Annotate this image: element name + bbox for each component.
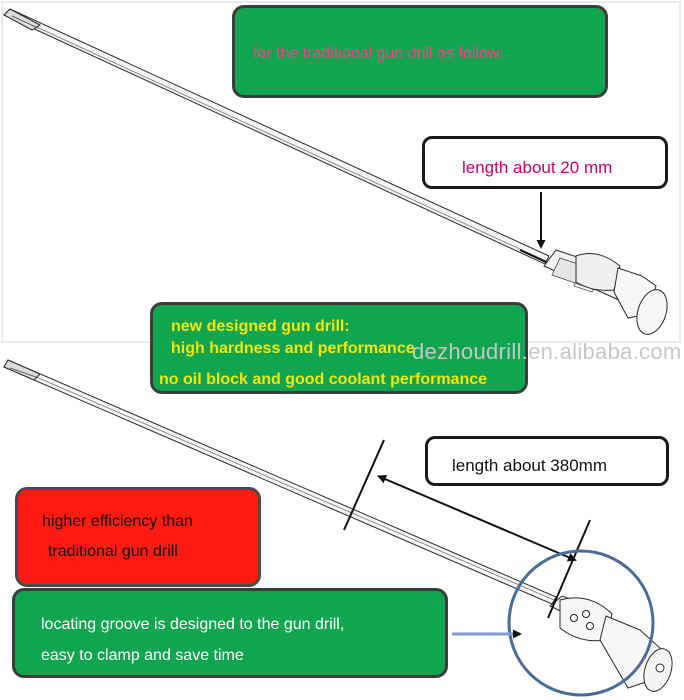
groove-line-1: locating groove is designed to the gun d… — [41, 616, 345, 633]
new-drill-hardness: high hardness and performance — [171, 340, 415, 357]
locating-groove-highlight — [507, 549, 655, 697]
long-length-dimension — [343, 439, 591, 619]
new-drill-coolant: no oil block and good coolant performanc… — [159, 371, 488, 388]
efficiency-line-1: higher efficiency than — [42, 513, 193, 530]
new-drill-callout: new designed gun drill: high hardness an… — [150, 302, 528, 394]
long-length-callout: length about 380mm — [425, 436, 669, 486]
watermark: dezhoudrill.en.alibaba.com — [412, 339, 682, 364]
traditional-drill-text: for the traditional gun drill as follow: — [253, 45, 504, 62]
locating-groove-callout: locating groove is designed to the gun d… — [12, 588, 448, 678]
short-length-callout: length about 20 mm — [422, 136, 668, 189]
efficiency-line-2: traditional gun drill — [48, 543, 178, 560]
short-length-text: length about 20 mm — [462, 158, 613, 177]
groove-line-2: easy to clamp and save time — [41, 647, 244, 664]
efficiency-callout: higher efficiency than traditional gun d… — [15, 487, 261, 587]
traditional-gun-drill — [3, 8, 668, 335]
traditional-drill-label: for the traditional gun drill as follow: — [232, 5, 608, 98]
long-length-text: length about 380mm — [452, 456, 607, 475]
new-drill-heading: new designed gun drill: — [171, 318, 350, 335]
